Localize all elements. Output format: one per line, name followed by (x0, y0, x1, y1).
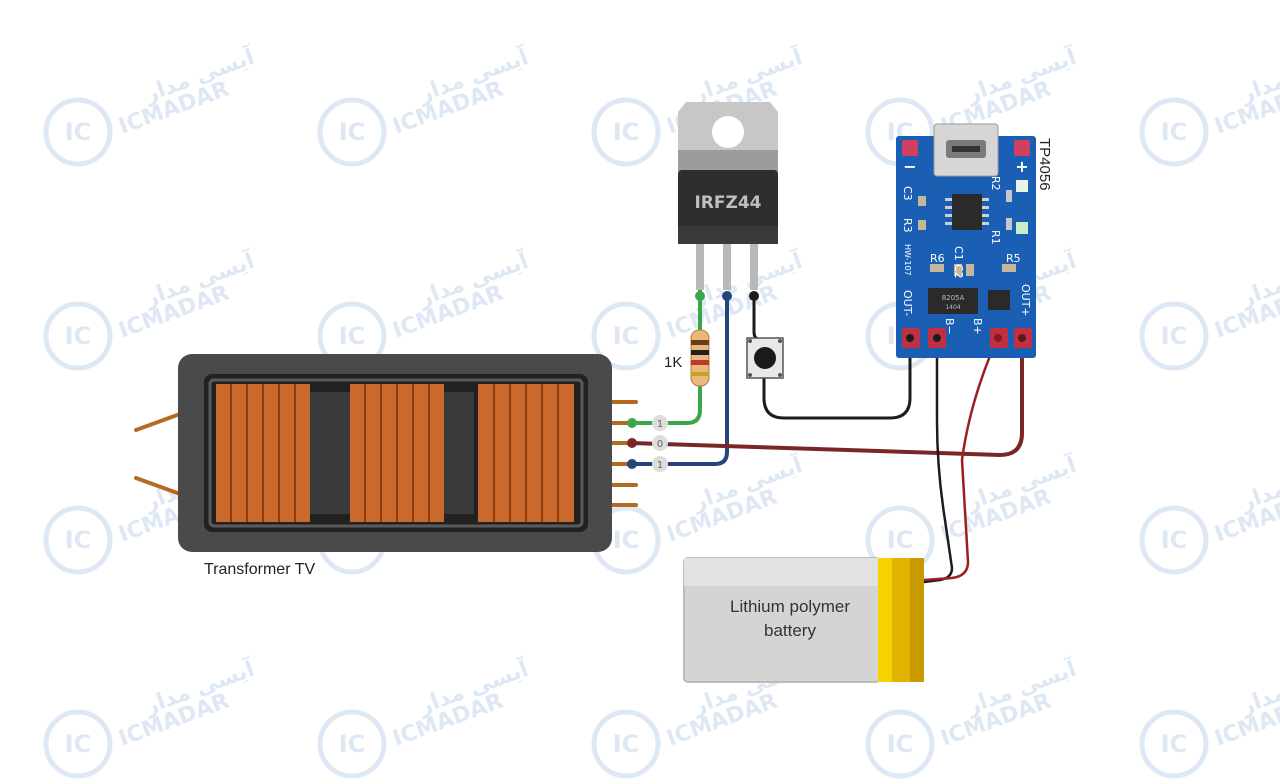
watermark-logo: IC (887, 730, 914, 758)
transformer-coil-1 (216, 384, 310, 522)
watermark-logo-ring (865, 709, 935, 779)
resistor: 1K (664, 329, 710, 387)
wire-green-transformer (630, 378, 702, 425)
watermark-logo: IC (65, 322, 92, 350)
silk-r2: R2 (989, 176, 1002, 191)
watermark-logo-ring (43, 505, 113, 575)
pin-marker-2-label: 0 (657, 439, 663, 450)
watermark-logo-ring (43, 97, 113, 167)
silk-c2: C2 (952, 264, 965, 279)
pin-markers: 1 0 1 (627, 415, 668, 472)
charger-plus-label: + (1015, 157, 1028, 176)
pin-marker-3-label: 1 (657, 460, 663, 471)
push-button-cap (754, 347, 776, 369)
silk-c1: C1 (952, 246, 965, 261)
silk-b-minus: B− (943, 318, 956, 335)
transformer-pins (608, 400, 638, 507)
battery-label-line1: Lithium polymer (730, 597, 850, 616)
silk-b-plus: B+ (971, 318, 984, 335)
transformer-lead-bottom (134, 476, 182, 496)
pin-marker-2: 0 (652, 435, 668, 451)
watermark-logo-ring (1139, 301, 1209, 371)
silk-c3: C3 (901, 186, 914, 201)
pin-marker-3: 1 (652, 456, 668, 472)
protection-ic-code: 1404 (945, 304, 960, 311)
charger-module: − + 8205A 1404 C3 R3 (896, 123, 1053, 358)
charger-ic (952, 194, 982, 230)
wire-battery-bminus (922, 335, 954, 584)
silk-model: HW-107 (903, 244, 912, 276)
watermark-logo: IC (613, 526, 640, 554)
watermark-logo: IC (65, 526, 92, 554)
protection-ic-label: 8205A (942, 294, 965, 302)
push-button (746, 337, 784, 379)
watermark-logo-ring (591, 97, 661, 167)
transformer-inner-frame (208, 378, 584, 528)
watermark-logo-ring (43, 709, 113, 779)
pin-marker-1-label: 1 (657, 419, 663, 430)
watermark-logo: IC (613, 730, 640, 758)
silk-out-plus: OUT+ (1019, 284, 1032, 317)
battery: Lithium polymer battery (683, 557, 924, 683)
resistor-label: 1K (664, 354, 682, 371)
transformer-coil-2 (350, 384, 444, 522)
watermark-logo: IC (65, 730, 92, 758)
battery-label-line2: battery (764, 621, 816, 640)
silk-r5: R5 (1006, 252, 1021, 265)
charger-label: TP4056 (1036, 138, 1053, 191)
watermark-logo-ring (591, 301, 661, 371)
watermark-logo-ring (43, 301, 113, 371)
wire-blue-source (630, 292, 729, 466)
watermark-logo: IC (1161, 118, 1188, 146)
watermark-logo: IC (65, 118, 92, 146)
wire-red-outplus (630, 338, 1024, 457)
wire-battery-bplus (922, 335, 1000, 582)
transformer-label: Transformer TV (204, 561, 315, 578)
watermark-logo: IC (339, 730, 366, 758)
wire-black-outminus (762, 336, 912, 420)
watermark-logo-ring (1139, 97, 1209, 167)
watermark-logo: IC (339, 322, 366, 350)
watermark-logo-ring (317, 97, 387, 167)
watermark-logo: IC (887, 526, 914, 554)
watermark-logo-ring (317, 709, 387, 779)
mosfet-label: IRFZ44 (694, 193, 761, 213)
watermark-logo: IC (1161, 730, 1188, 758)
silk-out-minus: OUT- (901, 290, 914, 316)
mosfet-mount-hole (712, 116, 744, 148)
transformer-lead-top (134, 412, 182, 432)
pin-marker-1: 1 (652, 415, 668, 431)
watermark-logo: IC (339, 118, 366, 146)
transformer-coil-3 (478, 384, 574, 522)
watermark-logo-ring (1139, 709, 1209, 779)
watermark-logo: IC (1161, 322, 1188, 350)
protection-ic (928, 288, 978, 314)
watermark-logo-ring (1139, 505, 1209, 575)
mosfet-body (678, 170, 778, 244)
transformer: Transformer TV (134, 354, 638, 578)
silk-r6: R6 (930, 252, 945, 265)
watermark-logo: IC (1161, 526, 1188, 554)
charger-minus-label: − (903, 157, 916, 176)
watermark-logo: IC (613, 322, 640, 350)
silk-r3: R3 (901, 218, 914, 233)
watermark-logo-ring (591, 709, 661, 779)
watermark-logo: IC (613, 118, 640, 146)
silk-r1: R1 (989, 230, 1002, 245)
mosfet: IRFZ44 (678, 102, 778, 301)
